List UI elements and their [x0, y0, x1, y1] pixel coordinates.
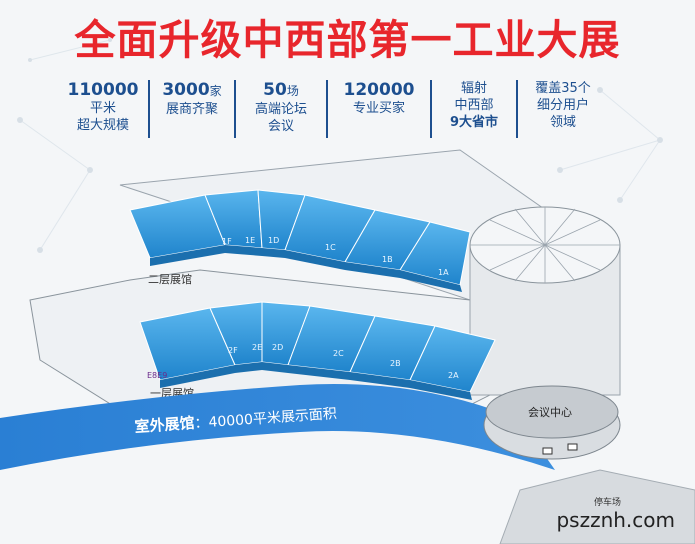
- stat-exhibitors: 3000家 展商齐聚: [150, 80, 236, 138]
- stat-fields-line3: 领域: [549, 115, 576, 130]
- conference-label: 会议中心: [528, 406, 572, 419]
- watermark: pszznh.com: [556, 508, 675, 532]
- hall-label-2E: 2E: [252, 343, 262, 352]
- hall-label-2F: 2F: [228, 346, 238, 355]
- dome: [469, 206, 621, 396]
- stat-exhibitors-line1: 展商齐聚: [165, 102, 218, 117]
- stat-provinces: 辐射 中西部 9大省市: [432, 80, 518, 138]
- stat-provinces-line3: 9大省市: [449, 115, 499, 130]
- side-hall-label: E8E9: [147, 371, 167, 380]
- floor2-halls: [129, 189, 471, 292]
- stat-provinces-line1: 辐射: [460, 81, 487, 96]
- hall-label-1F: 1F: [222, 237, 232, 246]
- stat-fields-line1: 覆盖35个: [535, 81, 591, 96]
- hall-label-2A: 2A: [448, 371, 459, 380]
- stat-area: 110000 平米 超大规模: [58, 80, 150, 138]
- floor1-halls: [139, 301, 496, 400]
- stat-buyers-value: 120000: [343, 80, 415, 100]
- stat-area-value: 110000: [67, 80, 139, 100]
- stat-forums-line2: 会议: [267, 119, 294, 134]
- conference-center: [483, 385, 621, 460]
- stat-buyers: 120000 专业买家: [328, 80, 432, 138]
- stat-fields-line2: 细分用户: [536, 98, 589, 113]
- stat-area-line1: 平米: [89, 101, 116, 116]
- hall-label-1D: 1D: [268, 236, 279, 245]
- stats-bar: 110000 平米 超大规模 3000家 展商齐聚 50场 高端论坛 会议 12…: [58, 80, 658, 152]
- outdoor-label: 室外展馆: [134, 414, 195, 436]
- parking-area: [499, 469, 695, 544]
- hall-label-2D: 2D: [272, 343, 283, 352]
- hall-label-1A: 1A: [438, 268, 449, 277]
- stat-forums-value: 50场: [263, 80, 299, 100]
- stat-fields: 覆盖35个 细分用户 领域: [518, 80, 608, 138]
- page-title: 全面升级中西部第一工业大展: [74, 16, 621, 64]
- hall-label-1C: 1C: [325, 243, 336, 252]
- stat-area-line2: 超大规模: [76, 118, 129, 133]
- hall-label-1E: 1E: [245, 236, 255, 245]
- hall-label-2B: 2B: [390, 359, 401, 368]
- parking-label: 停车场: [594, 496, 621, 508]
- hall-label-1B: 1B: [382, 255, 393, 264]
- stat-forums-line1: 高端论坛: [254, 102, 307, 117]
- stat-buyers-line1: 专业买家: [352, 101, 405, 116]
- hall-label-2C: 2C: [333, 349, 344, 358]
- stat-exhibitors-value: 3000家: [162, 80, 222, 100]
- floor2-label: 二层展馆: [148, 272, 192, 286]
- stat-forums: 50场 高端论坛 会议: [236, 80, 328, 138]
- stat-provinces-line2: 中西部: [454, 98, 494, 113]
- outdoor-area: [0, 384, 555, 470]
